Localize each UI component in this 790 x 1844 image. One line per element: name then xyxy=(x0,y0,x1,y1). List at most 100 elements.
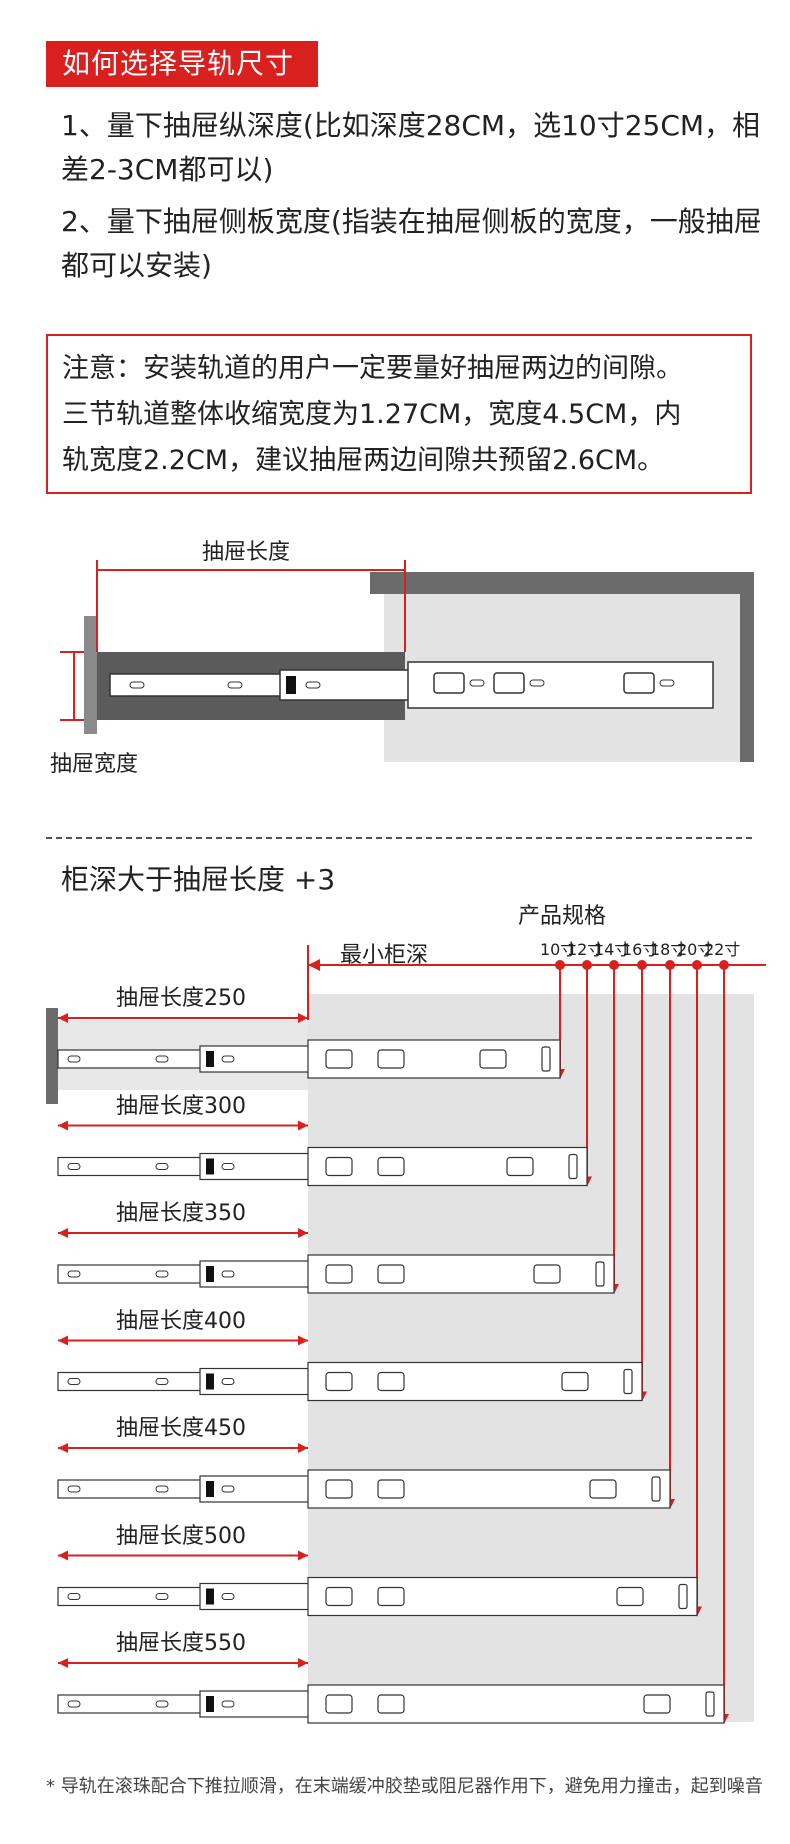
rail-slot xyxy=(155,1270,169,1278)
mount-hole xyxy=(493,672,525,694)
mount-hole xyxy=(325,1694,353,1714)
length-arrowhead-right xyxy=(298,1013,308,1023)
mount-hole xyxy=(377,1264,405,1284)
rail-latch xyxy=(206,1696,214,1712)
rail-end-stop xyxy=(541,1046,551,1072)
outer-rail xyxy=(407,661,714,709)
rail-end-stop xyxy=(651,1476,661,1502)
product-spec-label: 产品规格 xyxy=(518,904,607,929)
rail-slot xyxy=(221,1270,235,1278)
drawer-length-label: 抽屉长度 xyxy=(202,540,291,565)
drawer-rail-diagram xyxy=(60,560,754,762)
mount-hole xyxy=(506,1156,534,1177)
drawer-length-row-label: 抽屉长度500 xyxy=(116,1523,246,1549)
rail-slot xyxy=(659,679,675,687)
rail-slot xyxy=(221,1700,235,1708)
note-box: 注意：安装轨道的用户一定要量好抽屉两边的间隙。 三节轨道整体收缩宽度为1.27C… xyxy=(46,334,752,494)
size-label-4: 18寸 xyxy=(650,940,687,959)
instructions: 1、量下抽屉纵深度(比如深度28CM，选10寸25CM，相差2-3CM都可以) … xyxy=(61,104,781,296)
rail-slot xyxy=(469,679,485,687)
mount-hole xyxy=(377,1156,405,1177)
length-arrowhead-left xyxy=(58,1120,68,1131)
outer-rail xyxy=(307,1684,725,1724)
section-divider xyxy=(46,837,752,839)
rail-slot xyxy=(155,1700,169,1708)
length-arrowhead-left xyxy=(58,1550,68,1561)
rail-slot xyxy=(221,1593,235,1600)
length-arrowhead-left xyxy=(58,1443,68,1453)
mount-hole xyxy=(377,1371,405,1392)
size-label-3: 16寸 xyxy=(622,940,659,959)
outer-rail xyxy=(307,1039,561,1079)
rail-slot xyxy=(155,1055,169,1063)
drawer-width-label: 抽屉宽度 xyxy=(50,752,139,777)
step-2: 2、量下抽屉侧板宽度(指装在抽屉侧板的宽度，一般抽屉都可以安装) xyxy=(61,205,762,282)
rail-latch xyxy=(286,676,296,694)
mount-hole xyxy=(325,1479,353,1499)
mount-hole xyxy=(561,1371,589,1392)
length-arrowhead-right xyxy=(298,1658,308,1668)
rail-latch xyxy=(206,1266,214,1282)
length-arrowhead-right xyxy=(298,1443,308,1453)
mount-hole xyxy=(643,1694,671,1714)
middle-rail xyxy=(199,1582,311,1611)
drawer-length-row-label: 抽屉长度250 xyxy=(116,986,246,1011)
note-line-1: 注意：安装轨道的用户一定要量好抽屉两边的间隙。 xyxy=(62,353,683,384)
rail-latch xyxy=(206,1373,214,1390)
middle-rail xyxy=(199,1475,311,1503)
middle-rail xyxy=(199,1260,311,1288)
drawer-length-row-label: 抽屉长度450 xyxy=(116,1416,246,1441)
mount-hole xyxy=(325,1049,353,1069)
rail-slot xyxy=(155,1593,169,1600)
rail-slot xyxy=(67,1270,81,1278)
rail-slot xyxy=(155,1163,169,1170)
drawer-length-row-label: 抽屉长度550 xyxy=(116,1631,246,1656)
length-arrowhead-left xyxy=(58,1335,68,1346)
length-arrowhead-right xyxy=(298,1228,308,1238)
min-depth-arrowhead xyxy=(308,959,320,971)
rail-slot xyxy=(227,681,243,689)
rail-latch xyxy=(206,1051,214,1067)
length-arrowhead-right xyxy=(298,1550,308,1561)
rail-slot xyxy=(67,1593,81,1600)
drawer-front xyxy=(46,1008,58,1104)
rail-end-stop xyxy=(623,1368,633,1395)
mount-hole xyxy=(589,1479,617,1499)
rail-latch xyxy=(206,1481,214,1497)
mount-hole xyxy=(479,1049,507,1069)
rail-slot xyxy=(67,1163,81,1170)
rail-slot xyxy=(529,679,545,687)
outer-rail xyxy=(307,1254,615,1294)
rail-slot xyxy=(155,1485,169,1493)
footer-note: * 导轨在滚珠配合下推拉顺滑，在末端缓冲胶垫或阻尼器作用下，避免用力撞击，起到噪… xyxy=(46,1776,763,1797)
mount-hole xyxy=(377,1586,405,1607)
note-line-2: 三节轨道整体收缩宽度为1.27CM，宽度4.5CM，内 xyxy=(62,399,682,430)
outer-rail xyxy=(307,1576,698,1617)
middle-rail xyxy=(199,1045,311,1073)
mount-hole xyxy=(616,1586,644,1607)
drawer-length-row-label: 抽屉长度400 xyxy=(116,1308,246,1334)
outer-rail xyxy=(307,1469,671,1509)
section-title-tag: 如何选择导轨尺寸 xyxy=(46,41,318,87)
rail-slot xyxy=(67,1485,81,1493)
outer-rail xyxy=(307,1146,588,1187)
size-label-1: 12寸 xyxy=(567,940,604,959)
rail-latch xyxy=(206,1588,214,1605)
cabinet-back xyxy=(740,572,754,762)
rail-slot xyxy=(67,1700,81,1708)
rail-slot xyxy=(67,1378,81,1385)
length-arrowhead-right xyxy=(298,1335,308,1346)
mount-hole xyxy=(433,672,465,694)
mount-hole xyxy=(377,1049,405,1069)
rail-slot xyxy=(155,1378,169,1385)
size-label-0: 10寸 xyxy=(540,940,577,959)
middle-rail xyxy=(199,1152,311,1181)
mount-hole xyxy=(325,1371,353,1392)
length-arrowhead-left xyxy=(58,1013,68,1023)
drawer-length-row-label: 抽屉长度350 xyxy=(116,1201,246,1226)
rail-slot xyxy=(221,1055,235,1063)
length-arrowhead-left xyxy=(58,1228,68,1238)
min-cabinet-depth-label: 最小柜深 xyxy=(340,943,429,968)
rail-end-stop xyxy=(705,1691,715,1717)
drawer-length-row-label: 抽屉长度300 xyxy=(116,1093,246,1119)
